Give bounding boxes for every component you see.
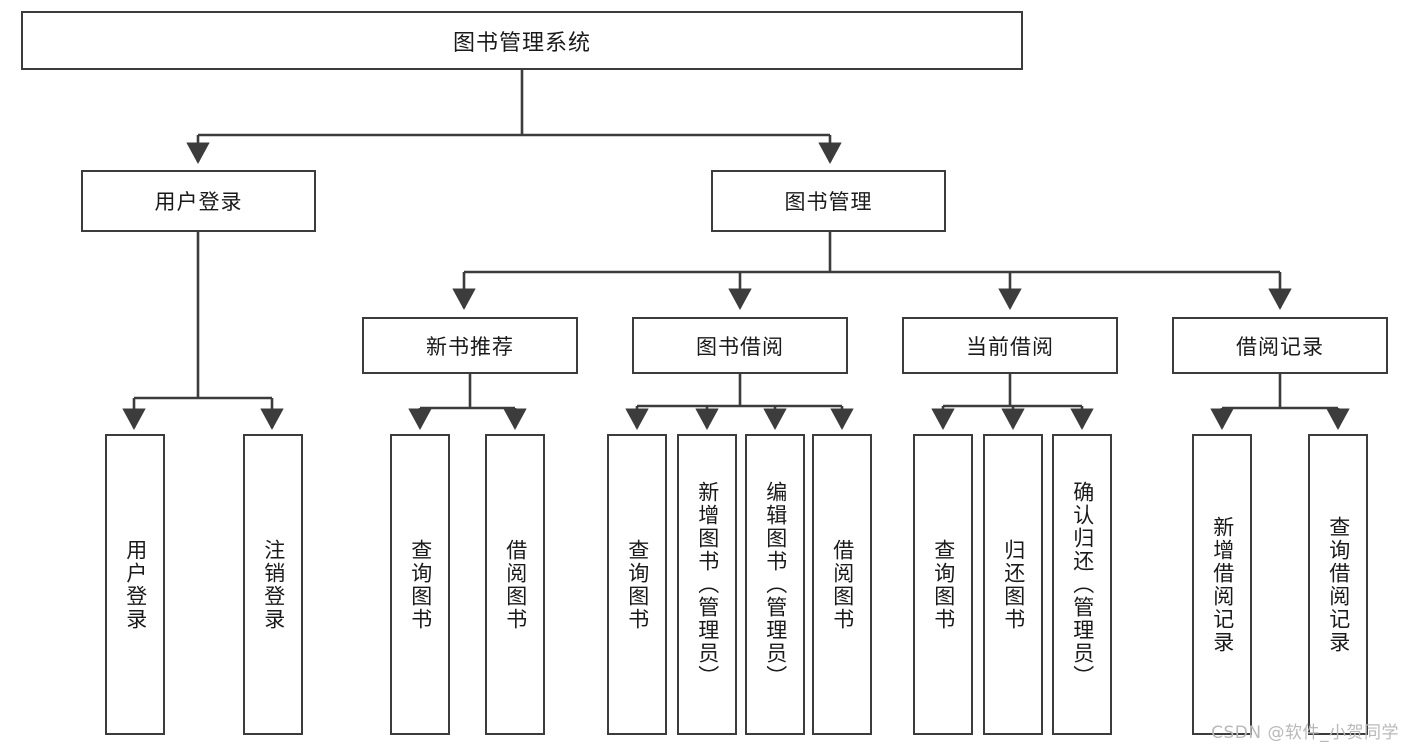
- leaf-recommend-query-book[interactable]: 查询图书: [390, 434, 450, 735]
- leaf-borrow-borrow-book[interactable]: 借阅图书: [812, 434, 872, 735]
- leaf-label: 新增图书（管理员）: [695, 481, 720, 688]
- node-borrow-record[interactable]: 借阅记录: [1172, 317, 1388, 374]
- leaf-label: 查询借阅记录: [1326, 515, 1351, 654]
- leaf-label: 查询图书: [931, 538, 956, 631]
- leaf-current-confirm-return-admin[interactable]: 确认归还（管理员）: [1052, 434, 1112, 735]
- leaf-current-query-book[interactable]: 查询图书: [913, 434, 973, 735]
- leaf-user-login-signout[interactable]: 注销登录: [243, 434, 303, 735]
- leaf-label: 确认归还（管理员）: [1070, 481, 1095, 688]
- node-user-login[interactable]: 用户登录: [81, 170, 316, 232]
- leaf-borrow-add-book-admin[interactable]: 新增图书（管理员）: [677, 434, 737, 735]
- leaf-current-return-book[interactable]: 归还图书: [983, 434, 1043, 735]
- leaf-label: 新增借阅记录: [1210, 515, 1235, 654]
- leaf-label: 借阅图书: [503, 538, 528, 631]
- leaf-label: 编辑图书（管理员）: [763, 481, 788, 688]
- leaf-label: 查询图书: [408, 538, 433, 631]
- node-new-book-recommend[interactable]: 新书推荐: [362, 317, 578, 374]
- leaf-borrow-query-book[interactable]: 查询图书: [607, 434, 667, 735]
- leaf-recommend-borrow-book[interactable]: 借阅图书: [485, 434, 545, 735]
- leaf-record-query-record[interactable]: 查询借阅记录: [1308, 434, 1368, 735]
- leaf-label: 注销登录: [261, 538, 286, 631]
- leaf-label: 借阅图书: [830, 538, 855, 631]
- leaf-borrow-edit-book-admin[interactable]: 编辑图书（管理员）: [745, 434, 805, 735]
- node-book-management[interactable]: 图书管理: [711, 170, 946, 232]
- leaf-label: 归还图书: [1001, 538, 1026, 631]
- node-root-system[interactable]: 图书管理系统: [21, 11, 1023, 70]
- node-current-borrow[interactable]: 当前借阅: [902, 317, 1118, 374]
- node-book-borrow[interactable]: 图书借阅: [632, 317, 848, 374]
- leaf-label: 查询图书: [625, 538, 650, 631]
- leaf-record-add-record[interactable]: 新增借阅记录: [1192, 434, 1252, 735]
- leaf-label: 用户登录: [123, 538, 148, 631]
- leaf-user-login-signin[interactable]: 用户登录: [105, 434, 165, 735]
